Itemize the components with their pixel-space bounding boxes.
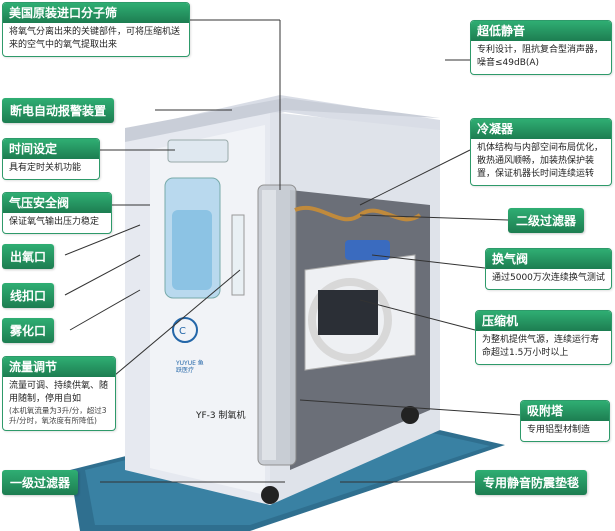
callout-desc: 具有定时关机功能	[9, 163, 82, 173]
callout-desc: 机体结构与内部空间布局优化，散热通风顺畅，加装热保护装置，保证机器长时间连续运转	[477, 143, 604, 179]
callout-flow-adjust: 流量调节 流量可调、持续供氧、随用随制，停用自如 (本机氧流量为3升/分，超过3…	[2, 356, 116, 431]
callout-condenser: 冷凝器 机体结构与内部空间布局优化，散热通风顺畅，加装热保护装置，保证机器长时间…	[470, 118, 612, 186]
svg-text:C: C	[179, 326, 186, 337]
callout-oxygen-outlet: 出氧口	[2, 244, 55, 269]
callout-title: 吸附塔	[521, 401, 609, 421]
callout-title: 超低静音	[471, 21, 611, 41]
callout-desc: 通过5000万次连续换气测试	[492, 273, 605, 283]
callout-secondary-filter: 二级过滤器	[508, 208, 585, 233]
callout-desc: 流量可调、持续供氧、随用随制，停用自如	[9, 381, 109, 404]
callout-timer: 时间设定 具有定时关机功能	[2, 138, 100, 180]
brand-logo	[172, 317, 198, 343]
model-label: YF-3 制氧机	[195, 409, 246, 421]
callout-desc: 为整机提供气源，连续运行寿命超过1.5万小时以上	[482, 335, 600, 358]
callout-title: 压缩机	[476, 311, 611, 331]
callout-power-alarm: 断电自动报警装置	[2, 98, 115, 123]
callout-title: 时间设定	[3, 139, 99, 159]
callout-title: 换气阀	[486, 249, 611, 269]
callout-line-port: 线扣口	[2, 283, 55, 308]
callout-desc: 专利设计，阻抗复合型消声器，噪音≤49dB(A)	[477, 45, 604, 68]
callout-title: 气压安全阀	[3, 193, 111, 213]
callout-desc: 保证氧气输出压力稳定	[9, 217, 100, 227]
callout-molecular-sieve: 美国原装进口分子筛 将氧气分离出来的关键部件，可将压缩机送来的空气中的氧气提取出…	[2, 2, 190, 57]
compressor-shape	[308, 278, 392, 362]
callout-nebulizer-port: 雾化口	[2, 318, 55, 343]
callout-compressor: 压缩机 为整机提供气源，连续运行寿命超过1.5万小时以上	[475, 310, 612, 365]
callout-note: (本机氧流量为3升/分，超过3升/分时，氧浓度有所降低)	[9, 406, 107, 425]
callout-primary-filter: 一级过滤器	[2, 470, 79, 495]
callout-title: 美国原装进口分子筛	[3, 3, 189, 23]
callout-pressure-valve: 气压安全阀 保证氧气输出压力稳定	[2, 192, 112, 234]
exchange-valve-shape	[345, 240, 390, 260]
callout-title: 流量调节	[3, 357, 115, 377]
callout-adsorption-tower: 吸附塔 专用铝型材制造	[520, 400, 610, 442]
callout-desc: 专用铝型材制造	[527, 425, 591, 435]
callout-title: 冷凝器	[471, 119, 611, 139]
callout-exchange-valve: 换气阀 通过5000万次连续换气测试	[485, 248, 612, 290]
callout-mat: 专用静音防震垫毯	[475, 470, 588, 495]
callout-desc: 将氧气分离出来的关键部件，可将压缩机送来的空气中的氧气提取出来	[9, 27, 181, 50]
brand-text: YUYUE 鱼跃医疗	[176, 360, 204, 374]
callout-silent: 超低静音 专利设计，阻抗复合型消声器，噪音≤49dB(A)	[470, 20, 612, 75]
